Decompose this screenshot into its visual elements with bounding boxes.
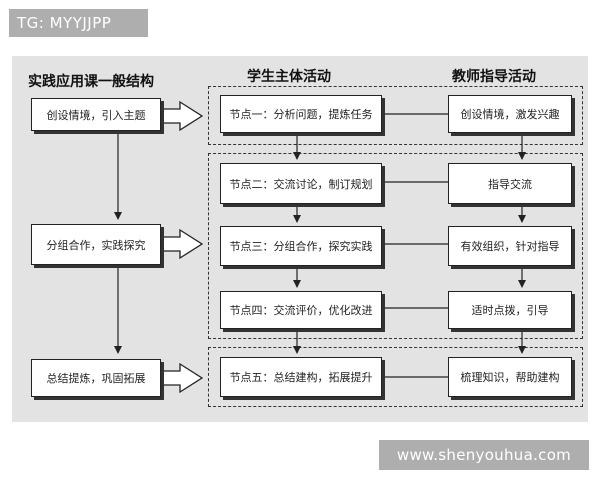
group-summary [208,347,583,407]
watermark-bottom-right: www.shenyouhua.com [379,440,589,470]
phase-box-practice: 分组合作，实践探究 [31,224,161,265]
hollow-arrow-3 [161,362,204,394]
group-practice [208,153,583,339]
student-node-5: 节点五：总结建构，拓展提升 [220,357,382,397]
header-teacher-guidance: 教师指导活动 [452,69,536,85]
student-node-4: 节点四：交流评价，优化改进 [220,291,382,329]
watermark-top-left: TG: MYYJJPP [9,9,148,37]
phase-box-summary: 总结提炼，巩固拓展 [31,359,161,397]
hollow-arrow-1 [161,100,204,132]
student-node-1: 节点一：分析问题，提炼任务 [220,95,382,133]
teacher-node-3: 有效组织，针对指导 [448,226,572,266]
hollow-arrow-2 [161,228,204,260]
teacher-node-2: 指导交流 [448,163,572,204]
header-student-activity: 学生主体活动 [247,69,331,85]
teacher-node-4: 适时点拨，引导 [448,291,572,329]
teacher-node-5: 梳理知识，帮助建构 [448,357,572,397]
header-structure: 实践应用课一般结构 [28,74,154,90]
student-node-2: 节点二：交流讨论，制订规划 [220,163,382,204]
student-node-3: 节点三：分组合作，探究实践 [220,226,382,266]
teacher-node-1: 创设情境，激发兴趣 [448,95,572,133]
phase-box-introduction: 创设情境，引入主题 [31,98,161,131]
group-introduction [208,86,583,145]
